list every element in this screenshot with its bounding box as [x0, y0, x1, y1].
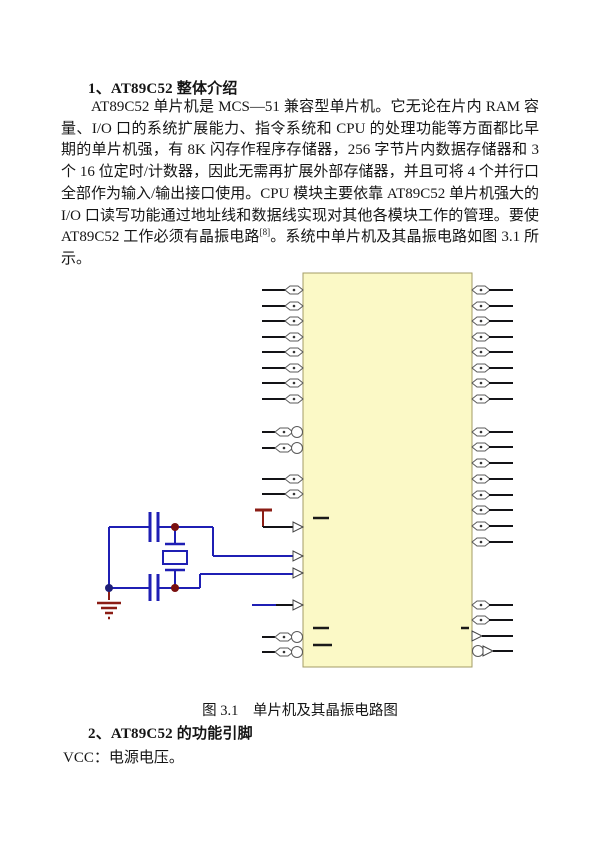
- pin-terminal-dot: [479, 508, 483, 512]
- pin-terminal-dot: [479, 366, 483, 370]
- pin-terminal-dot: [292, 319, 296, 323]
- crystal-body: [162, 550, 188, 565]
- pin-arrow: [292, 599, 305, 611]
- pin-terminal-dot: [282, 430, 286, 434]
- pin-terminal-dot: [292, 397, 296, 401]
- pin-terminal-dot: [479, 493, 483, 497]
- pin-terminal-dot: [479, 524, 483, 528]
- inversion-bubble: [472, 645, 484, 657]
- figure-caption: 图 3.1 单片机及其晶振电路图: [202, 703, 398, 719]
- pin-terminal-dot: [479, 335, 483, 339]
- inversion-bubble: [291, 442, 303, 454]
- section-heading-2: 2、AT89C52 的功能引脚: [88, 726, 253, 742]
- vcc-definition: VCC：电源电压。: [63, 750, 184, 766]
- pin-terminal-dot: [292, 366, 296, 370]
- intro-paragraph: AT89C52 单片机是 MCS—51 兼容型单片机。它无论在片内 RAM 容量…: [61, 97, 539, 271]
- pin-terminal-dot: [479, 477, 483, 481]
- pin-terminal-dot: [479, 540, 483, 544]
- paragraph-text: AT89C52 单片机是 MCS—51 兼容型单片机。它无论在片内 RAM 容量…: [61, 99, 539, 246]
- pin-terminal-dot: [479, 381, 483, 385]
- pin-terminal-dot: [292, 335, 296, 339]
- pin-terminal-dot: [479, 461, 483, 465]
- pin-terminal-dot: [479, 288, 483, 292]
- pin-arrow: [292, 550, 305, 562]
- pin-terminal-dot: [282, 635, 286, 639]
- pin-arrow: [471, 630, 484, 642]
- inversion-bubble: [291, 426, 303, 438]
- citation-reference: [8]: [259, 227, 271, 238]
- inversion-bubble: [291, 631, 303, 643]
- pin-terminal-dot: [292, 288, 296, 292]
- pin-terminal-dot: [479, 445, 483, 449]
- junction-dot: [171, 523, 179, 531]
- pin-terminal-dot: [292, 304, 296, 308]
- pin-arrow: [292, 521, 305, 533]
- pin-terminal-dot: [479, 603, 483, 607]
- pin-terminal-dot: [282, 650, 286, 654]
- pin-terminal-dot: [479, 319, 483, 323]
- pin-terminal-dot: [479, 618, 483, 622]
- junction-dot: [171, 584, 179, 592]
- pin-terminal-dot: [292, 381, 296, 385]
- paragraph-text-after: 。系统中单片机及其晶振电路如图 3.1 所示。: [61, 229, 539, 267]
- ic-body: [302, 272, 473, 668]
- pin-arrow: [292, 567, 305, 579]
- pin-terminal-dot: [292, 350, 296, 354]
- pin-terminal-dot: [282, 446, 286, 450]
- pin-arrow: [482, 645, 495, 657]
- pin-terminal-dot: [479, 304, 483, 308]
- pin-terminal-dot: [479, 350, 483, 354]
- junction-dot: [105, 584, 113, 592]
- pin-terminal-dot: [479, 397, 483, 401]
- pin-terminal-dot: [292, 477, 296, 481]
- section-heading-1: 1、AT89C52 整体介绍: [88, 81, 238, 97]
- pin-terminal-dot: [479, 430, 483, 434]
- pin-terminal-dot: [292, 492, 296, 496]
- inversion-bubble: [291, 646, 303, 658]
